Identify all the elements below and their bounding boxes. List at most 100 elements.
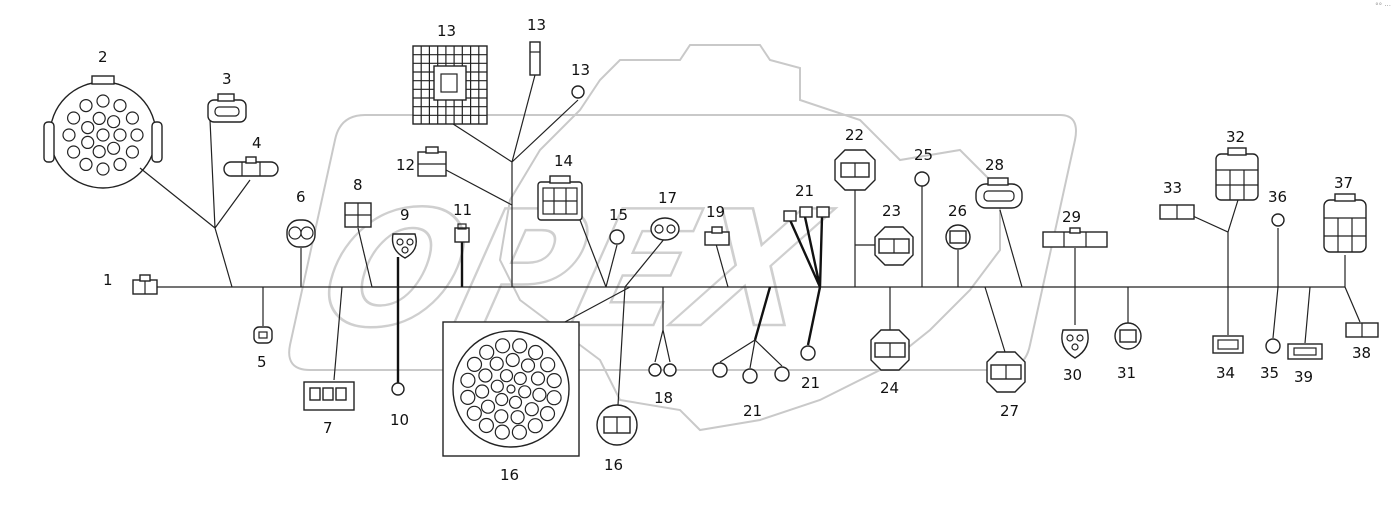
connector-5 — [253, 326, 273, 344]
connector-36-body — [1271, 213, 1285, 227]
connector-14 — [537, 175, 583, 221]
connector-7-pin-a — [309, 387, 321, 401]
branch-2-3-4 — [139, 119, 251, 288]
label-21c: 21 — [801, 374, 820, 392]
connector-16-pin — [539, 406, 556, 422]
connector-3 — [207, 93, 247, 123]
connector-29-latch — [1069, 227, 1081, 234]
connector-9-pin-a — [396, 238, 404, 246]
connector-13-eye-body — [571, 85, 585, 99]
connector-10 — [391, 382, 405, 396]
label-5: 5 — [257, 353, 267, 371]
label-3: 3 — [222, 70, 232, 88]
connector-28-body — [975, 183, 1023, 209]
connector-28 — [975, 177, 1023, 209]
connector-29-body — [1042, 231, 1108, 248]
connector-12 — [417, 146, 447, 177]
connector-16-pin — [540, 357, 556, 373]
connector-16-pin — [466, 356, 483, 372]
connector-2-key — [91, 75, 115, 85]
connector-21-upper — [783, 206, 830, 222]
connector-9 — [391, 233, 417, 259]
branch-14 — [579, 219, 607, 288]
connector-15-body — [609, 229, 625, 245]
connector-16-pin — [506, 384, 516, 394]
connector-17-pin-b — [666, 224, 676, 234]
connector-16-pin — [480, 399, 496, 414]
branch-32-33-34 — [1183, 199, 1239, 335]
branch-21-upper — [788, 216, 824, 288]
connector-16-large-pins — [460, 338, 562, 440]
branch-8 — [357, 227, 373, 288]
connector-21-upper-a — [783, 210, 797, 222]
connector-39-slot — [1293, 347, 1317, 356]
label-11: 11 — [453, 201, 472, 219]
branch-13 — [449, 74, 579, 287]
connector-24 — [870, 329, 910, 371]
connector-21-upper-b — [799, 206, 813, 218]
connector-2-pin — [66, 111, 81, 125]
connector-13-grid-inner — [440, 73, 458, 93]
label-23: 23 — [882, 202, 901, 220]
connector-2-pin — [96, 162, 110, 176]
connector-2-pin — [96, 128, 110, 142]
connector-18-pin-a — [648, 363, 662, 377]
connector-2-pin — [113, 157, 127, 171]
branch-18 — [654, 287, 671, 363]
label-26: 26 — [948, 202, 967, 220]
connector-1-latch — [139, 274, 151, 282]
connector-16-pin — [546, 373, 562, 389]
branch-37-38-39 — [1304, 255, 1361, 344]
connector-16-pin — [495, 338, 511, 354]
label-4: 4 — [252, 134, 262, 152]
branch-35-36 — [1272, 228, 1279, 339]
connector-2-shell — [49, 81, 157, 189]
connector-10-body — [391, 382, 405, 396]
connector-16-pin — [505, 352, 520, 368]
connector-2-pin — [125, 111, 139, 125]
connector-11-cap — [457, 223, 467, 230]
connector-2-pin — [81, 120, 95, 135]
connector-16-pin — [478, 417, 494, 434]
label-1: 1 — [103, 271, 113, 289]
branch-21-lower — [753, 286, 772, 341]
connector-21-lower-c — [774, 366, 790, 382]
connector-18-pin-b — [663, 363, 677, 377]
connector-15 — [609, 229, 625, 245]
connector-28-slot — [983, 190, 1015, 202]
connector-14-latch — [549, 175, 571, 184]
connector-16-pin — [490, 379, 504, 393]
connector-16-small — [596, 404, 638, 446]
label-30: 30 — [1063, 366, 1082, 384]
corner-mark: °° ··· — [1375, 2, 1391, 10]
connector-6 — [286, 219, 316, 248]
connector-2-pin — [106, 141, 121, 155]
label-29: 29 — [1062, 208, 1081, 226]
connector-17-pin-a — [654, 224, 664, 234]
connector-33 — [1159, 204, 1195, 220]
connector-5-body — [253, 326, 273, 344]
connector-2-pin — [79, 157, 93, 171]
connector-28-latch — [987, 177, 1009, 186]
connector-2-pin — [130, 128, 144, 142]
connector-21-lower-a — [712, 362, 728, 378]
connector-7-pin-b — [322, 387, 334, 401]
connector-4-body — [223, 161, 279, 177]
connector-13-pin — [529, 41, 541, 76]
label-7: 7 — [323, 419, 333, 437]
connector-38 — [1345, 322, 1379, 338]
label-37: 37 — [1334, 174, 1353, 192]
branch-15 — [605, 244, 618, 288]
connector-34-slot — [1217, 339, 1239, 350]
connector-2-pin — [92, 111, 106, 126]
connector-37 — [1323, 193, 1367, 253]
connector-31 — [1114, 322, 1142, 350]
label-19: 19 — [706, 203, 725, 221]
connector-2-pin — [113, 98, 127, 113]
label-13a: 13 — [437, 22, 456, 40]
connector-21-lower — [712, 362, 790, 384]
label-15: 15 — [609, 206, 628, 224]
connector-25 — [914, 171, 930, 187]
label-21a: 21 — [795, 182, 814, 200]
label-35: 35 — [1260, 364, 1279, 382]
